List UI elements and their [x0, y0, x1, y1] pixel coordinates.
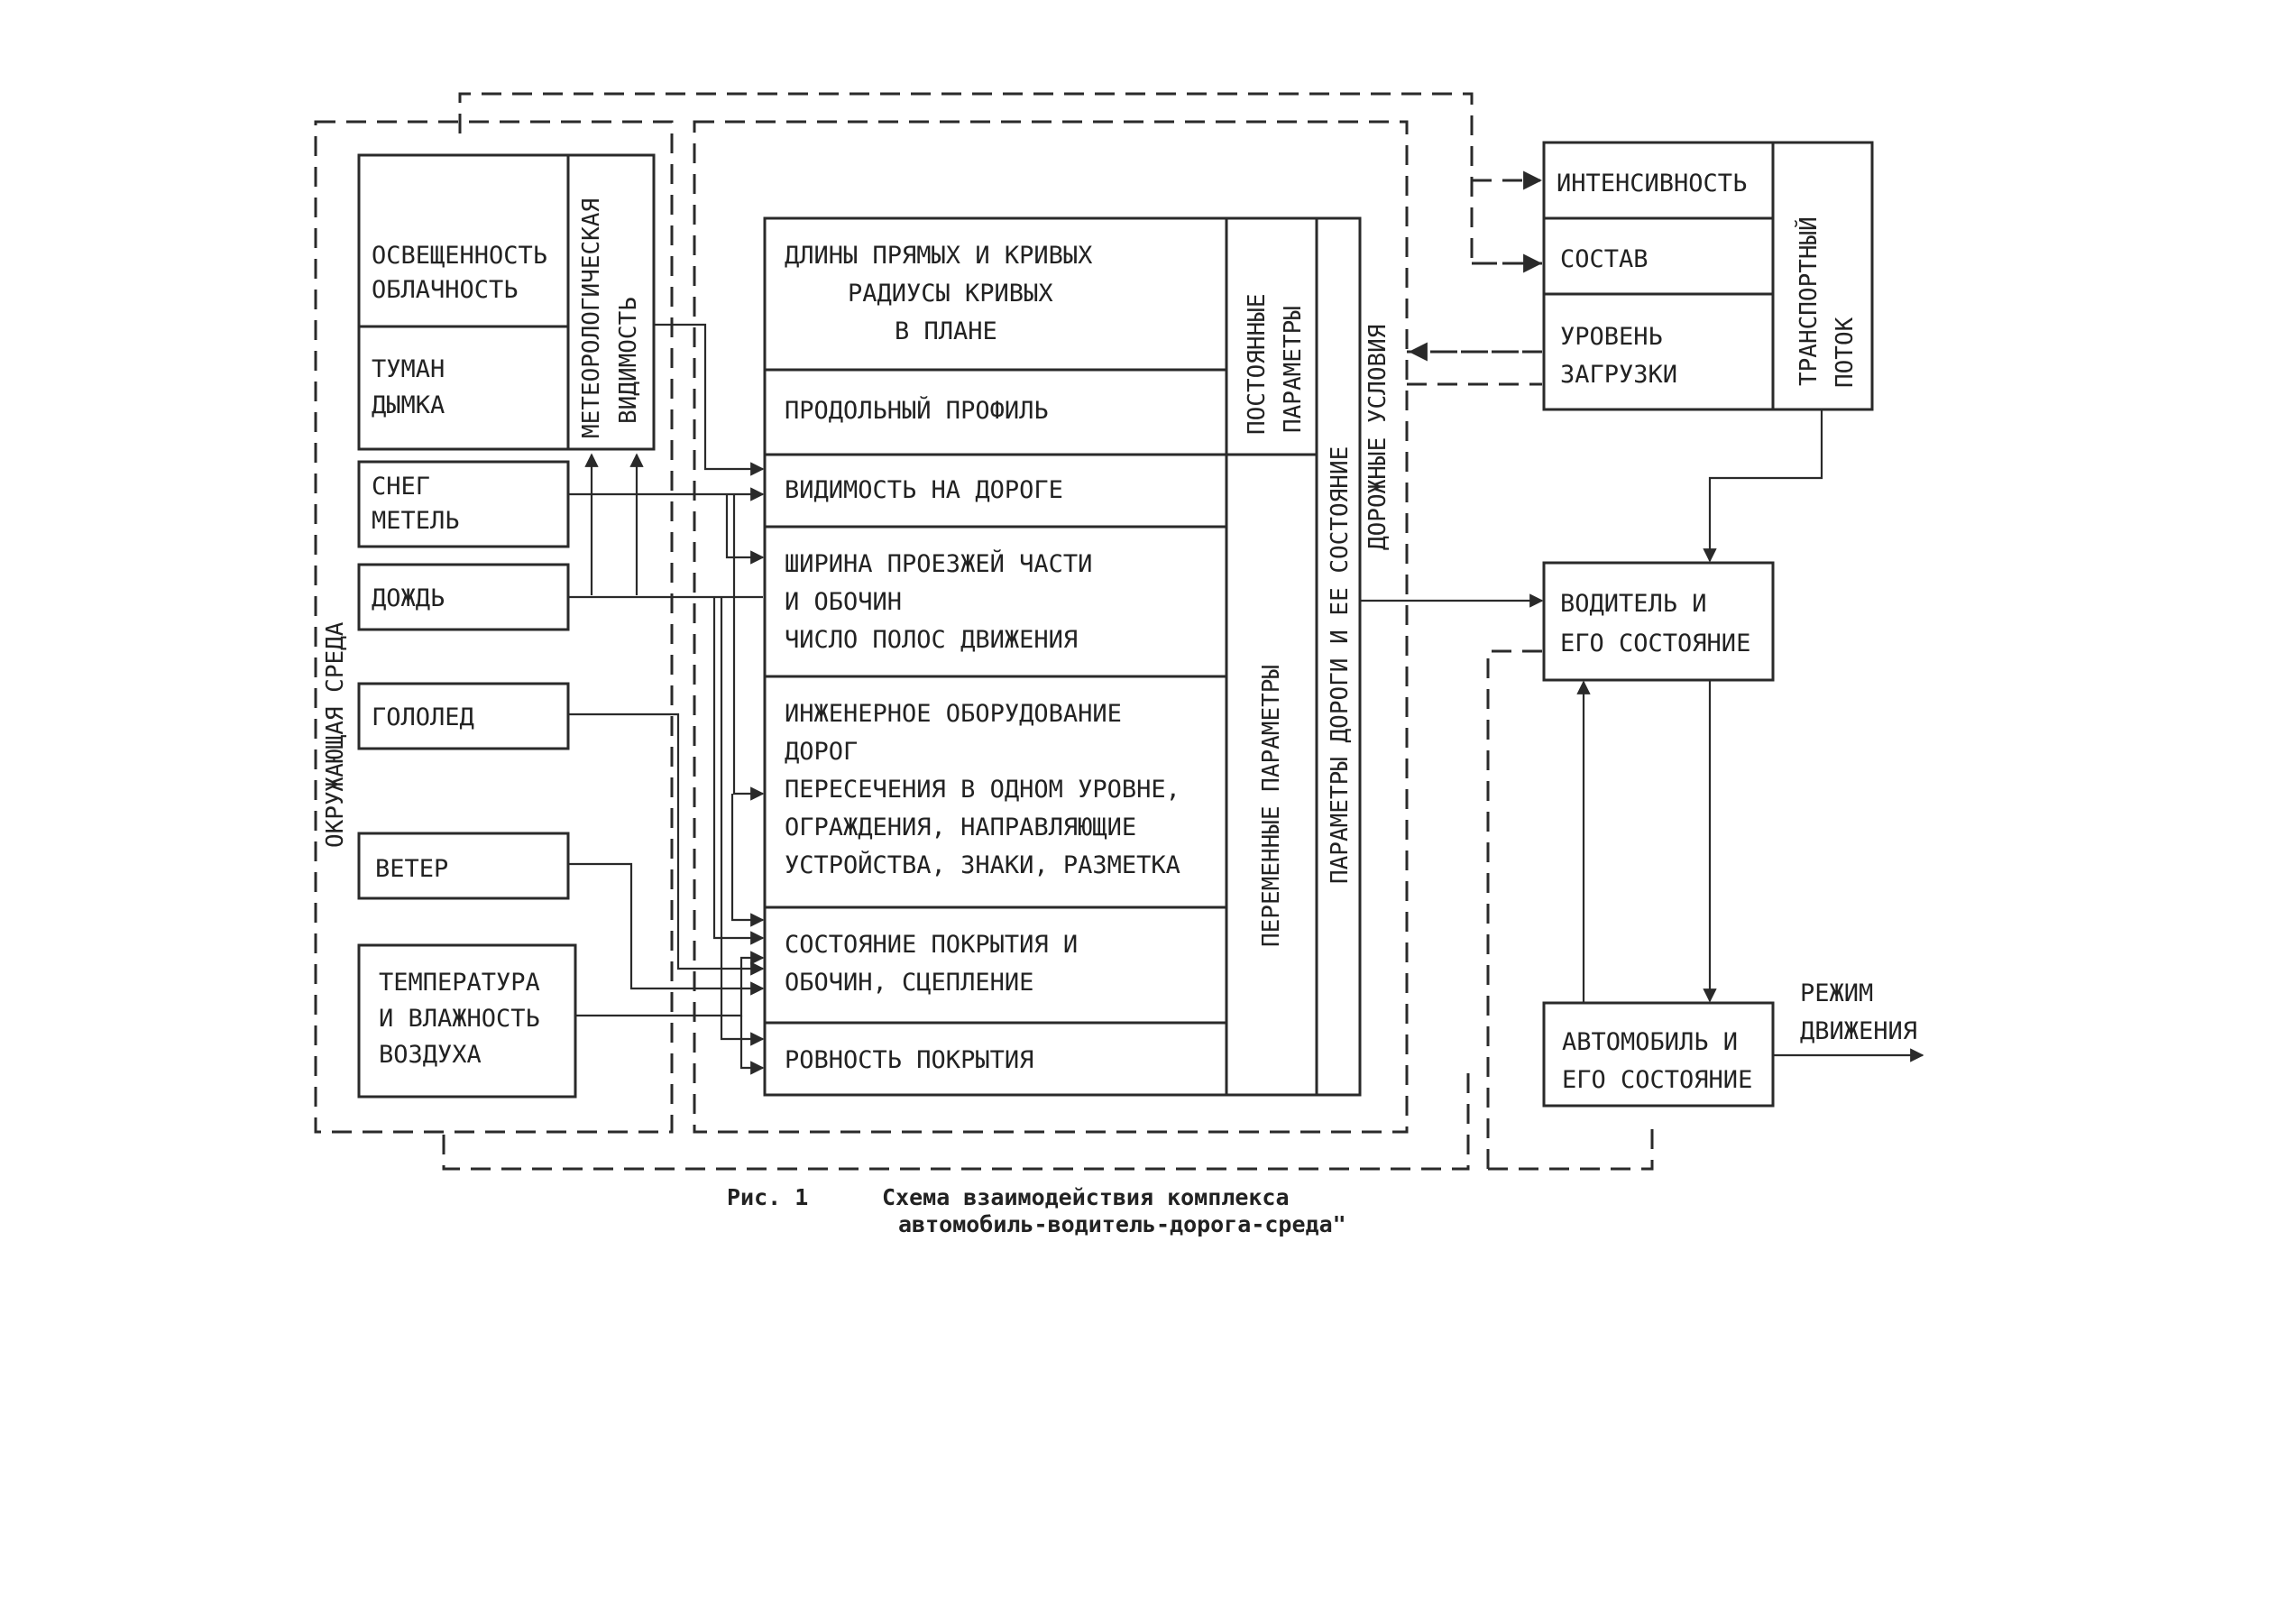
caption-fig: Рис. 1 — [727, 1184, 808, 1210]
met-visibility-line-1: МЕТЕОРОЛОГИЧЕСКАЯ — [578, 198, 605, 438]
road-params-label: ПАРАМЕТРЫ ДОРОГИ И ЕЕ СОСТОЯНИЕ — [1327, 446, 1354, 884]
equipment-line-1: ИНЖЕНЕРНОЕ ОБОРУДОВАНИЕ — [785, 700, 1122, 728]
intensity-label: ИНТЕНСИВНОСТЬ — [1557, 170, 1747, 198]
width-line-2: И ОБОЧИН — [785, 588, 902, 616]
met-visibility-to-road-visibility — [654, 323, 765, 476]
load-line-1: УРОВЕНЬ — [1560, 323, 1663, 351]
evenness-label: РОВНОСТЬ ПОКРЫТИЯ — [785, 1046, 1033, 1074]
illumination-line-2: ОБЛАЧНОСТЬ — [372, 276, 519, 304]
connectors — [568, 170, 1924, 1075]
traffic-to-driver — [1703, 409, 1823, 563]
mode-line-2: ДВИЖЕНИЯ — [1800, 1017, 1917, 1045]
wind-box — [357, 832, 570, 900]
illumination-line-1: ОСВЕЩЕННОСТЬ — [372, 242, 547, 270]
temperature-box — [357, 943, 577, 1099]
feedback-loop-top — [458, 92, 1542, 265]
lengths-line-1: ДЛИНЫ ПРЯМЫХ И КРИВЫХ — [785, 242, 1092, 270]
temperature-to-surface — [575, 951, 765, 1017]
equipment-line-4: ОГРАЖДЕНИЯ, НАПРАВЛЯЮЩИЕ — [785, 814, 1136, 841]
rain-to-evenness — [720, 597, 765, 1046]
road-visibility-label: ВИДИМОСТЬ НА ДОРОГЕ — [785, 476, 1063, 504]
road-group: ДЛИНЫ ПРЯМЫХ И КРИВЫХ РАДИУСЫ КРИВЫХ В П… — [763, 216, 1391, 1097]
lengths-line-2: РАДИУСЫ КРИВЫХ — [848, 280, 1053, 308]
profile-label: ПРОДОЛЬНЫЙ ПРОФИЛЬ — [785, 396, 1049, 425]
road-params-box — [1315, 216, 1362, 1097]
car-line-2: ЕГО СОСТОЯНИЕ — [1562, 1066, 1752, 1094]
feedback-loop-bottom — [442, 1073, 1470, 1171]
variable-params-label: ПЕРЕМЕННЫЕ ПАРАМЕТРЫ — [1258, 665, 1285, 947]
composition-label: СОСТАВ — [1560, 245, 1649, 273]
surface-state-line-1: СОСТОЯНИЕ ПОКРЫТИЯ И — [785, 931, 1078, 959]
fog-box — [357, 325, 570, 451]
snow-line-2: МЕТЕЛЬ — [372, 507, 460, 535]
surface-state-box — [763, 906, 1228, 1025]
snow-to-width — [725, 494, 765, 565]
car-line-1: АВТОМОБИЛЬ И — [1562, 1028, 1738, 1056]
traffic-group: ИНТЕНСИВНОСТЬ СОСТАВ УРОВЕНЬ ЗАГРУЗКИ ТР… — [1542, 141, 1874, 411]
driver-feedback-loop — [1486, 649, 1544, 1169]
lengths-line-3: В ПЛАНЕ — [895, 317, 997, 345]
met-visibility-line-2: ВИДИМОСТЬ — [615, 297, 642, 424]
traffic-flow-line-2: ПОТОК — [1832, 317, 1859, 388]
width-line-1: ШИРИНА ПРОЕЗЖЕЙ ЧАСТИ — [785, 549, 1092, 578]
equipment-line-2: ДОРОГ — [785, 738, 858, 766]
width-line-3: ЧИСЛО ПОЛОС ДВИЖЕНИЯ — [785, 626, 1078, 654]
road-conditions-label: ДОРОЖНЫЕ УСЛОВИЯ — [1364, 325, 1391, 550]
env-dashed-frame — [314, 120, 674, 1134]
equipment-to-surface — [730, 794, 765, 927]
snow-to-equipment — [732, 494, 765, 801]
caption-line-2: автомобиль-водитель-дорога-среда" — [898, 1211, 1346, 1237]
env-label: ОКРУЖАЮЩАЯ СРЕДА — [322, 621, 349, 848]
temperature-to-evenness — [739, 1016, 765, 1075]
dashed-enclosures — [314, 92, 1654, 1171]
constant-params-line-2: ПАРАМЕТРЫ — [1280, 306, 1307, 433]
snow-box — [357, 460, 570, 548]
road-dashed-frame — [693, 120, 1409, 1134]
temperature-line-1: ТЕМПЕРАТУРА — [379, 969, 540, 997]
rain-label: ДОЖДЬ — [372, 584, 445, 612]
environment-group: ОКРУЖАЮЩАЯ СРЕДА ОСВЕЩЕННОСТЬ ОБЛАЧНОСТЬ… — [322, 153, 656, 1099]
temperature-line-2: И ВЛАЖНОСТЬ — [379, 1005, 540, 1033]
mode-line-1: РЕЖИМ — [1800, 979, 1873, 1007]
snow-line-1: СНЕГ — [372, 473, 430, 501]
wind-to-surface — [568, 862, 765, 996]
traffic-flow-line-1: ТРАНСПОРТНЫЙ — [1794, 216, 1823, 386]
load-line-2: ЗАГРУЗКИ — [1560, 361, 1677, 389]
driver-line-2: ЕГО СОСТОЯНИЕ — [1560, 630, 1750, 657]
car-feedback-loop — [1488, 1126, 1654, 1171]
rain-to-surface — [712, 597, 765, 945]
constant-params-line-1: ПОСТОЯННЫЕ — [1244, 293, 1271, 435]
equipment-line-5: УСТРОЙСТВА, ЗНАКИ, РАЗМЕТКА — [785, 850, 1180, 879]
caption-line-1: Схема взаимодействия комплекса — [882, 1184, 1290, 1210]
temperature-line-3: ВОЗДУХА — [379, 1041, 482, 1069]
fog-line-2: ДЫМКА — [372, 391, 445, 419]
met-visibility-box — [566, 153, 656, 451]
driver-box — [1542, 561, 1775, 682]
driver-line-1: ВОДИТЕЛЬ И — [1560, 590, 1707, 618]
ice-box — [357, 682, 570, 750]
ice-label: ГОЛОЛЕД — [372, 703, 474, 731]
fog-line-1: ТУМАН — [372, 355, 445, 383]
wind-label: ВЕТЕР — [375, 855, 448, 883]
load-box — [1542, 292, 1775, 411]
surface-state-line-2: ОБОЧИН, СЦЕПЛЕНИЕ — [785, 969, 1033, 997]
equipment-line-3: ПЕРЕСЕЧЕНИЯ В ОДНОМ УРОВНЕ, — [785, 776, 1180, 804]
